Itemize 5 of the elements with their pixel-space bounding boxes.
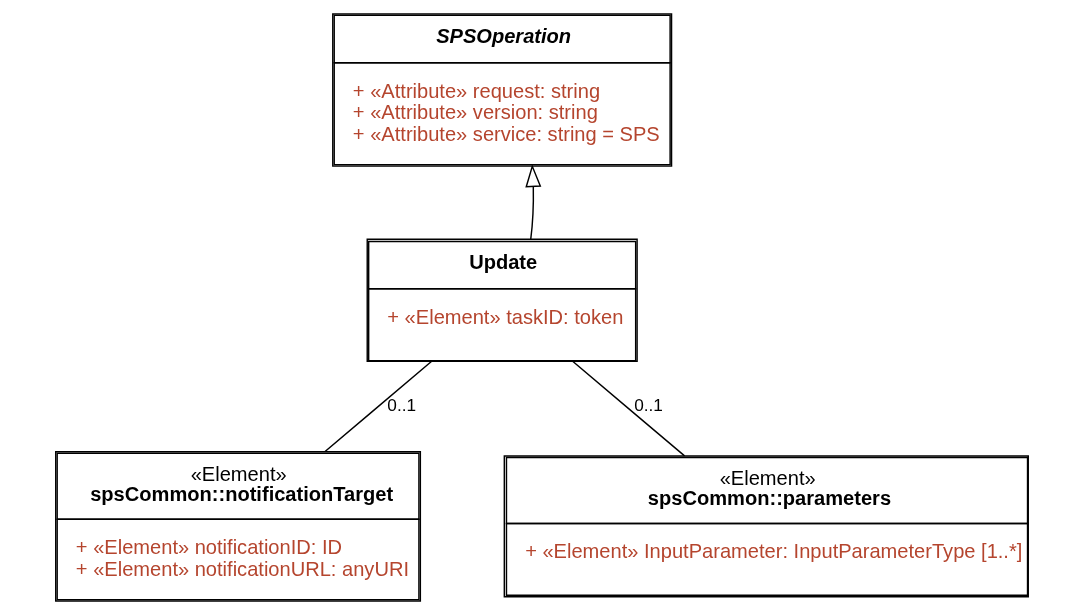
arrow xyxy=(525,164,542,240)
edge-label: 0..1 xyxy=(634,395,663,415)
edge-label: 0..1 xyxy=(387,395,417,415)
connector xyxy=(572,360,686,457)
connector xyxy=(324,360,433,453)
